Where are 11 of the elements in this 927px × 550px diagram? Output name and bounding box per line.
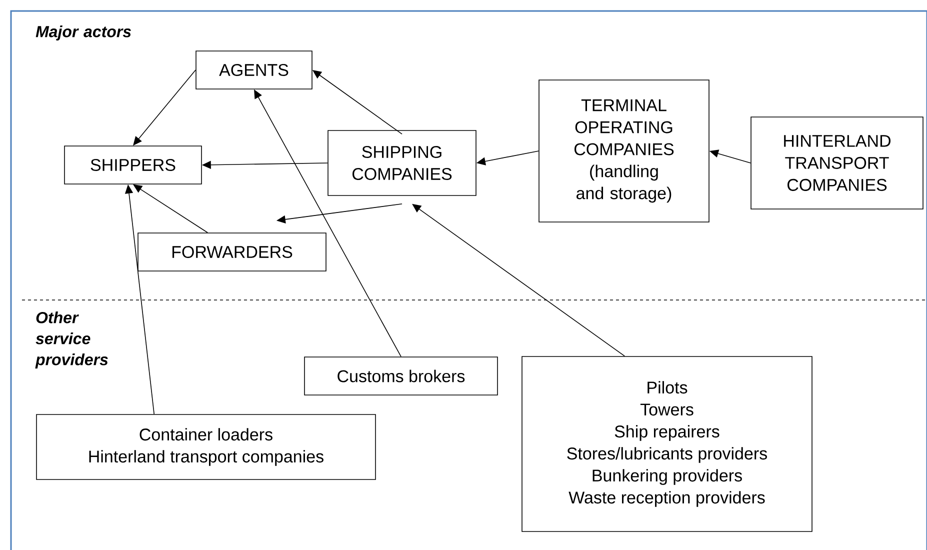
provider-box: Container loaders Hinterland transport companies [36,414,376,480]
actor-box: HINTERLAND TRANSPORT COMPANIES [750,116,924,210]
actor-box: TERMINAL OPERATING COMPANIES (handling and storage) [538,80,710,222]
section-label: Other service providers [35,312,108,368]
section-label: Major actors [36,26,131,40]
actor-box: FORWARDERS [138,232,326,272]
provider-box: Customs brokers [304,356,498,396]
actor-box: SHIPPERS [64,146,202,184]
actor-box: AGENTS [196,50,312,90]
actor-box: SHIPPING COMPANIES [328,130,476,196]
provider-box: Pilots Towers Ship repairers Stores/lubricants providers Bunkering providers Waste reception providers [522,356,812,532]
